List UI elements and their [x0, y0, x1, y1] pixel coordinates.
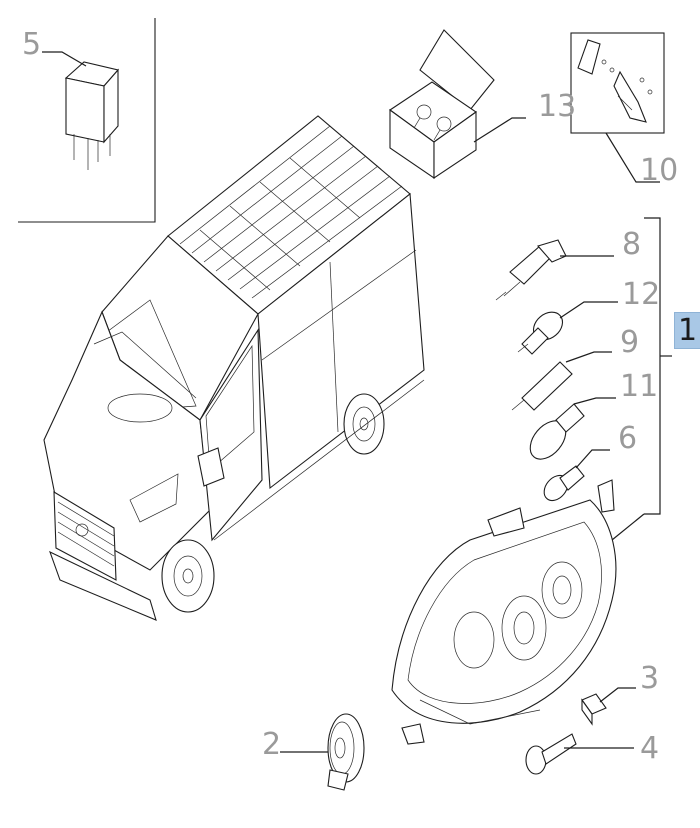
- callout-13[interactable]: 13: [538, 89, 577, 124]
- bulb-p21w: [529, 403, 585, 460]
- callout-5[interactable]: 5: [22, 27, 42, 62]
- callout-11[interactable]: 11: [620, 369, 659, 404]
- horn-part: [327, 713, 365, 791]
- screw-part: [525, 733, 577, 775]
- leader-3: [599, 687, 636, 703]
- relay-inset: [18, 18, 156, 223]
- callout-4[interactable]: 4: [640, 731, 660, 766]
- bulb-w21w: [543, 465, 585, 502]
- leader-12: [559, 301, 618, 319]
- bulb-h1: [517, 311, 564, 355]
- van-illustration: [43, 115, 425, 621]
- callout-6[interactable]: 6: [618, 421, 638, 456]
- headlamp-assembly: [391, 479, 617, 745]
- bulb-h7: [495, 239, 567, 301]
- leader-9: [565, 351, 612, 363]
- leader-13: [473, 117, 526, 143]
- callout-10[interactable]: 10: [640, 153, 679, 188]
- callout-9[interactable]: 9: [620, 325, 640, 360]
- callout-2[interactable]: 2: [262, 727, 282, 762]
- leader-11: [573, 397, 616, 405]
- leader-5: [42, 51, 87, 67]
- callout-3[interactable]: 3: [640, 661, 660, 696]
- relay-part: [64, 61, 120, 170]
- bulb-w5w: [511, 361, 573, 411]
- leader-10: [605, 132, 660, 183]
- callout-12[interactable]: 12: [622, 277, 661, 312]
- leader-1: [611, 513, 645, 541]
- bulb-kit-box: [389, 29, 495, 180]
- leader-6: [575, 449, 610, 469]
- bracket-1: [644, 217, 661, 515]
- clip-part: [581, 693, 607, 726]
- callout-1[interactable]: 1: [674, 312, 700, 349]
- bracket-inset: [570, 32, 665, 134]
- callout-8[interactable]: 8: [622, 227, 642, 262]
